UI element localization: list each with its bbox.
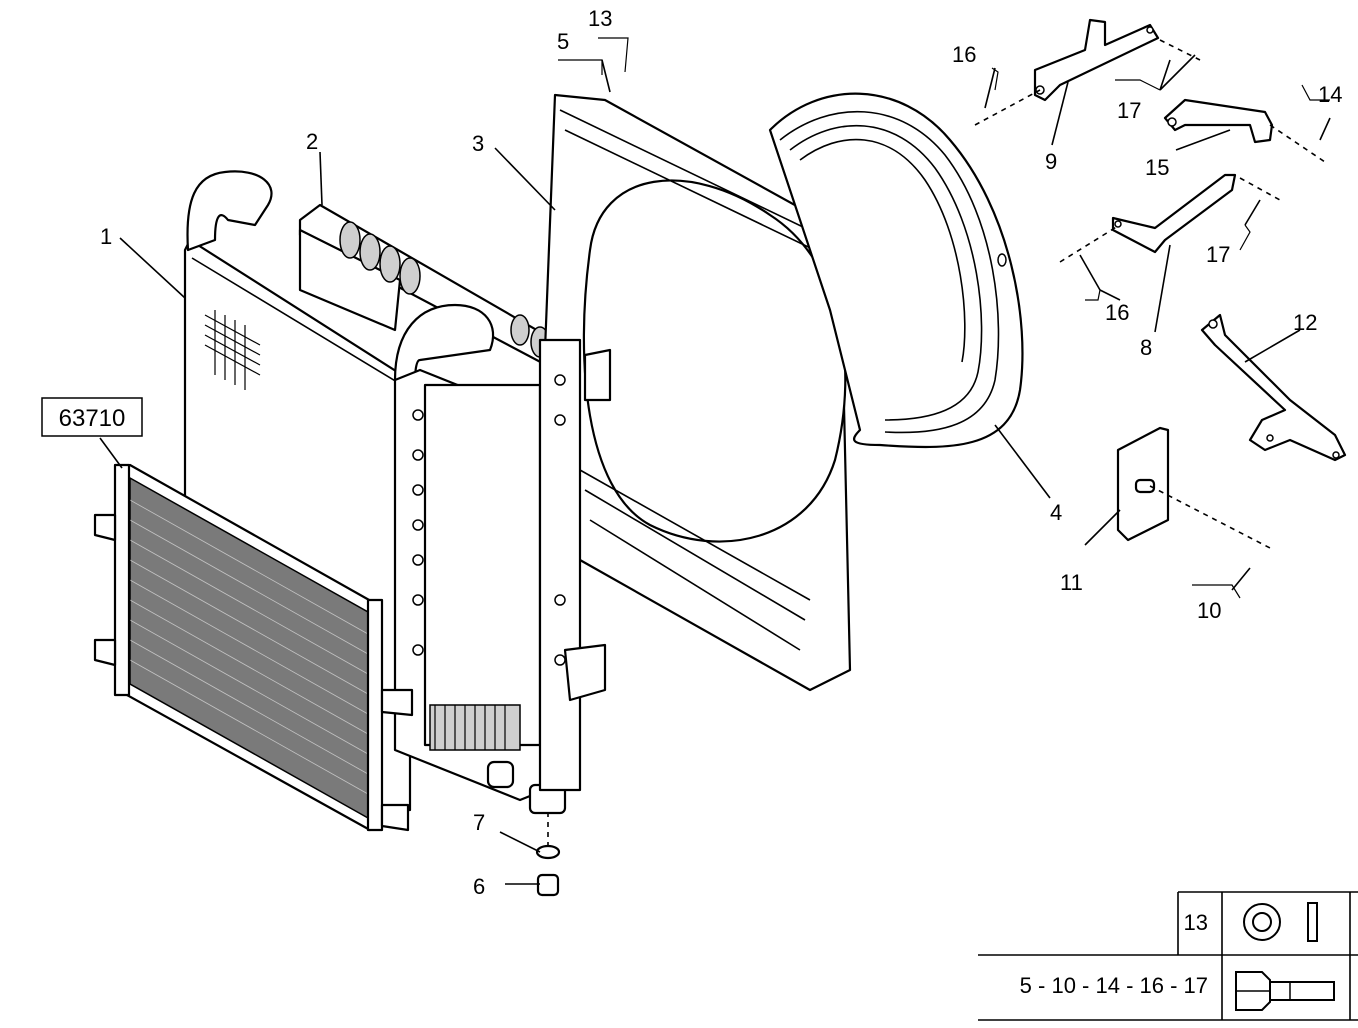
callout-17-upper: 17 [1117, 98, 1141, 123]
callout-15: 15 [1145, 155, 1169, 180]
reference-box-label: 63710 [59, 405, 126, 432]
callout-7: 7 [473, 810, 485, 835]
plug-part [535, 812, 561, 897]
hardware-row-1-label: 13 [1184, 910, 1208, 935]
callout-10: 10 [1197, 598, 1221, 623]
callout-12: 12 [1293, 310, 1317, 335]
bracket-15-part [1163, 98, 1274, 144]
callout-14: 14 [1318, 82, 1342, 107]
callout-9: 9 [1045, 149, 1057, 174]
callout-13: 13 [588, 6, 612, 31]
callout-8: 8 [1140, 335, 1152, 360]
callout-5: 5 [557, 29, 569, 54]
callout-16-lower: 16 [1105, 300, 1129, 325]
bolt-icon [1235, 971, 1335, 1011]
reference-box: 63710 [41, 397, 143, 469]
callout-17-lower: 17 [1206, 242, 1230, 267]
hardware-row-2-label: 5 - 10 - 14 - 16 - 17 [1020, 973, 1208, 998]
intercooler-part [298, 203, 582, 815]
condenser-part [93, 463, 414, 832]
callout-6: 6 [473, 874, 485, 899]
bracket-12-part [1200, 313, 1347, 462]
callout-4: 4 [1050, 500, 1062, 525]
callout-11: 11 [1060, 570, 1083, 595]
callout-16-upper: 16 [952, 42, 976, 67]
callout-2: 2 [306, 129, 318, 154]
bracket-8-part [1111, 173, 1237, 254]
fan-shroud-part [538, 93, 852, 792]
washer-icon [1243, 902, 1318, 942]
rubber-pad-part [1116, 426, 1271, 549]
bracket-9-part [1033, 18, 1160, 102]
hardware-table: 13 5 - 10 - 14 - 16 - 17 [978, 891, 1358, 1021]
callout-1: 1 [100, 224, 112, 249]
callout-3: 3 [472, 131, 484, 156]
fan-ring-part [768, 92, 1024, 449]
